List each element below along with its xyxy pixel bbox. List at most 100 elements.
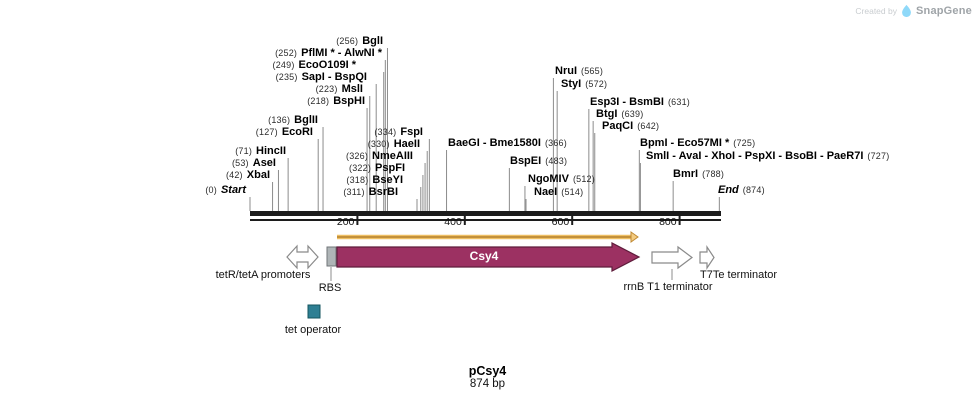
site-position: (639)	[621, 109, 644, 119]
site-enzyme-name: HincII	[256, 145, 286, 157]
feature-rrnb-t1-terminator[interactable]	[651, 245, 693, 270]
feature-t7te-terminator[interactable]	[699, 245, 715, 270]
site-enzyme-name: MslI	[341, 83, 363, 95]
site-position: (311)	[343, 187, 365, 197]
site-position: (725)	[733, 138, 756, 148]
site-position: (514)	[561, 187, 584, 197]
restriction-site-label-sapi[interactable]: (235)SapI - BspQI	[276, 71, 367, 83]
site-enzyme-name: Esp3I - BsmBI	[590, 96, 664, 108]
site-enzyme-name: BsrBI	[368, 186, 398, 198]
site-enzyme-name: HaeII	[393, 138, 420, 150]
site-position: (42)	[225, 170, 243, 180]
restriction-site-label-paqci[interactable]: PaqCI(642)	[602, 120, 659, 132]
site-enzyme-name: PflMI * - AlwNI *	[301, 47, 382, 59]
restriction-site-label-bsrbi[interactable]: (311)BsrBI	[343, 186, 398, 198]
restriction-site-label-bgli[interactable]: (256)BglI	[336, 35, 383, 47]
site-enzyme-name: AseI	[252, 157, 276, 169]
site-position: (727)	[867, 151, 890, 161]
restriction-site-label-fspi[interactable]: (334)FspI	[374, 126, 423, 138]
restriction-site-label-bpmi[interactable]: BpmI - Eco57MI *(725)	[640, 137, 755, 149]
feature-tet-operator[interactable]	[307, 304, 321, 319]
ruler-tick	[356, 215, 359, 225]
site-enzyme-name: BglII	[294, 114, 318, 126]
ruler-tick	[678, 215, 681, 225]
site-enzyme-name: NmeAIII	[372, 150, 413, 162]
site-enzyme-name: FspI	[400, 126, 423, 138]
site-enzyme-name: Start	[220, 184, 246, 196]
restriction-site-label-end[interactable]: End(874)	[718, 184, 765, 196]
site-position: (483)	[545, 156, 568, 166]
restriction-site-label-haeii[interactable]: (330)HaeII	[368, 138, 420, 150]
site-enzyme-name: SapI - BspQI	[301, 71, 367, 83]
restriction-site-label-bseyi[interactable]: (318)BseYI	[346, 174, 403, 186]
feature-label-rrnb-t1-terminator[interactable]: rrnB T1 terminator	[623, 281, 713, 293]
site-position: (249)	[272, 60, 295, 70]
site-enzyme-name: BglI	[362, 35, 383, 47]
ruler-tick	[463, 215, 466, 225]
site-position: (71)	[235, 146, 253, 156]
site-enzyme-name: XbaI	[246, 169, 270, 181]
plasmid-name: pCsy4	[468, 364, 507, 378]
restriction-site-label-bmri[interactable]: BmrI(788)	[673, 168, 724, 180]
watermark: Created by SnapGene	[855, 4, 972, 17]
watermark-brand-text: SnapGene	[915, 4, 972, 17]
ruler-tick-label: 800	[659, 216, 677, 228]
plasmid-size: 874 bp	[469, 378, 506, 390]
restriction-site-label-xbai[interactable]: (42)XbaI	[226, 169, 270, 181]
restriction-site-label-pflmi[interactable]: (252)PflMI * - AlwNI *	[275, 47, 382, 59]
feature-label-tet-operator[interactable]: tet operator	[284, 324, 342, 336]
site-enzyme-name: NaeI	[534, 186, 558, 198]
site-position: (218)	[307, 96, 330, 106]
site-position: (235)	[275, 72, 298, 82]
restriction-site-label-asei[interactable]: (53)AseI	[232, 157, 276, 169]
restriction-site-label-styi[interactable]: StyI(572)	[561, 78, 607, 90]
feature-tetr-teta-promoters[interactable]	[286, 244, 319, 270]
site-enzyme-name: BtgI	[596, 108, 618, 120]
restriction-site-label-bsphi[interactable]: (218)BspHI	[307, 95, 365, 107]
feature-csy4[interactable]	[336, 242, 641, 272]
site-position: (326)	[346, 151, 369, 161]
site-enzyme-name: BseYI	[372, 174, 403, 186]
ruler-tick-label: 600	[551, 216, 570, 228]
feature-rbs[interactable]	[326, 246, 337, 267]
restriction-site-label-msli[interactable]: (223)MslI	[316, 83, 363, 95]
feature-label-t7te-terminator[interactable]: T7Te terminator	[700, 269, 778, 281]
restriction-site-label-nmeaiii[interactable]: (326)NmeAIII	[346, 150, 413, 162]
site-position: (642)	[637, 121, 660, 131]
site-position: (330)	[367, 139, 390, 149]
site-enzyme-name: PspFI	[375, 162, 405, 174]
restriction-site-label-esp3i[interactable]: Esp3I - BsmBI(631)	[590, 96, 690, 108]
ruler-tick-label: 200	[336, 216, 355, 228]
feature-label-tetr-teta-promoters[interactable]: tetR/tetA promoters	[215, 269, 311, 281]
restriction-site-label-bspei[interactable]: BspEI(483)	[510, 155, 567, 167]
site-position: (334)	[374, 127, 397, 137]
restriction-site-label-pspfi[interactable]: (322)PspFI	[349, 162, 405, 174]
restriction-site-label-baegi[interactable]: BaeGI - Bme1580I(366)	[448, 137, 567, 149]
site-enzyme-name: NruI	[555, 65, 577, 77]
site-position: (252)	[275, 48, 298, 58]
site-enzyme-name: BpmI - Eco57MI *	[640, 137, 730, 149]
site-enzyme-name: NgoMIV	[528, 173, 569, 185]
restriction-site-label-ecori[interactable]: (127)EcoRI	[256, 126, 313, 138]
orf-arrow-head	[630, 231, 639, 243]
restriction-site-label-nrui[interactable]: NruI (565)	[555, 65, 603, 77]
restriction-site-label-btgi[interactable]: BtgI(639)	[596, 108, 643, 120]
site-position: (512)	[572, 174, 595, 184]
site-enzyme-name: BmrI	[673, 168, 699, 180]
restriction-site-label-start[interactable]: (0)Start	[205, 184, 246, 196]
sequence-backbone	[250, 211, 721, 216]
site-position: (572)	[585, 79, 608, 89]
site-position: (127)	[255, 127, 278, 137]
restriction-site-label-smli[interactable]: SmlI - AvaI - XhoI - PspXI - BsoBI - Pae…	[646, 150, 889, 162]
restriction-site-label-bglii[interactable]: (136)BglII	[268, 114, 318, 126]
restriction-site-label-ngomiv[interactable]: NgoMIV(512)	[528, 173, 595, 185]
feature-label-csy4[interactable]: Csy4	[469, 249, 499, 263]
restriction-site-label-naei[interactable]: NaeI(514)	[534, 186, 583, 198]
restriction-site-label-hincii[interactable]: (71)HincII	[235, 145, 286, 157]
site-position: (565)	[581, 66, 604, 76]
feature-label-rbs[interactable]: RBS	[318, 282, 342, 294]
ruler-tick	[571, 215, 574, 225]
restriction-site-label-ecoo109i[interactable]: (249)EcoO109I *	[273, 59, 357, 71]
